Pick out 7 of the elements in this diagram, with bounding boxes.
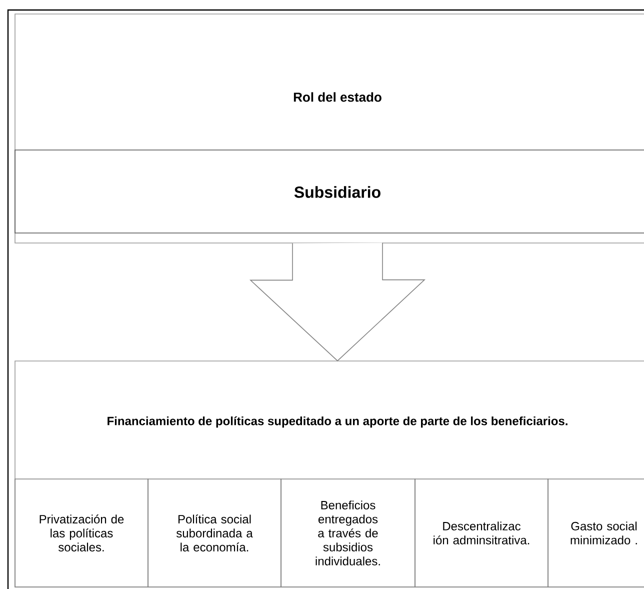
table-cell: Gasto social minimizado . bbox=[548, 478, 644, 588]
table-cell: Política social subordinada a la economía. bbox=[148, 478, 282, 588]
table-cell: Privatización de las políticas sociales. bbox=[14, 478, 148, 588]
block-arrow bbox=[249, 242, 426, 362]
table-cell: Descentralizac ión adminsitrativa. bbox=[414, 478, 548, 588]
text-box: Subsidiario bbox=[14, 150, 644, 234]
table-cell: Beneficios entregados a través de subsidios individuales. bbox=[280, 478, 416, 588]
